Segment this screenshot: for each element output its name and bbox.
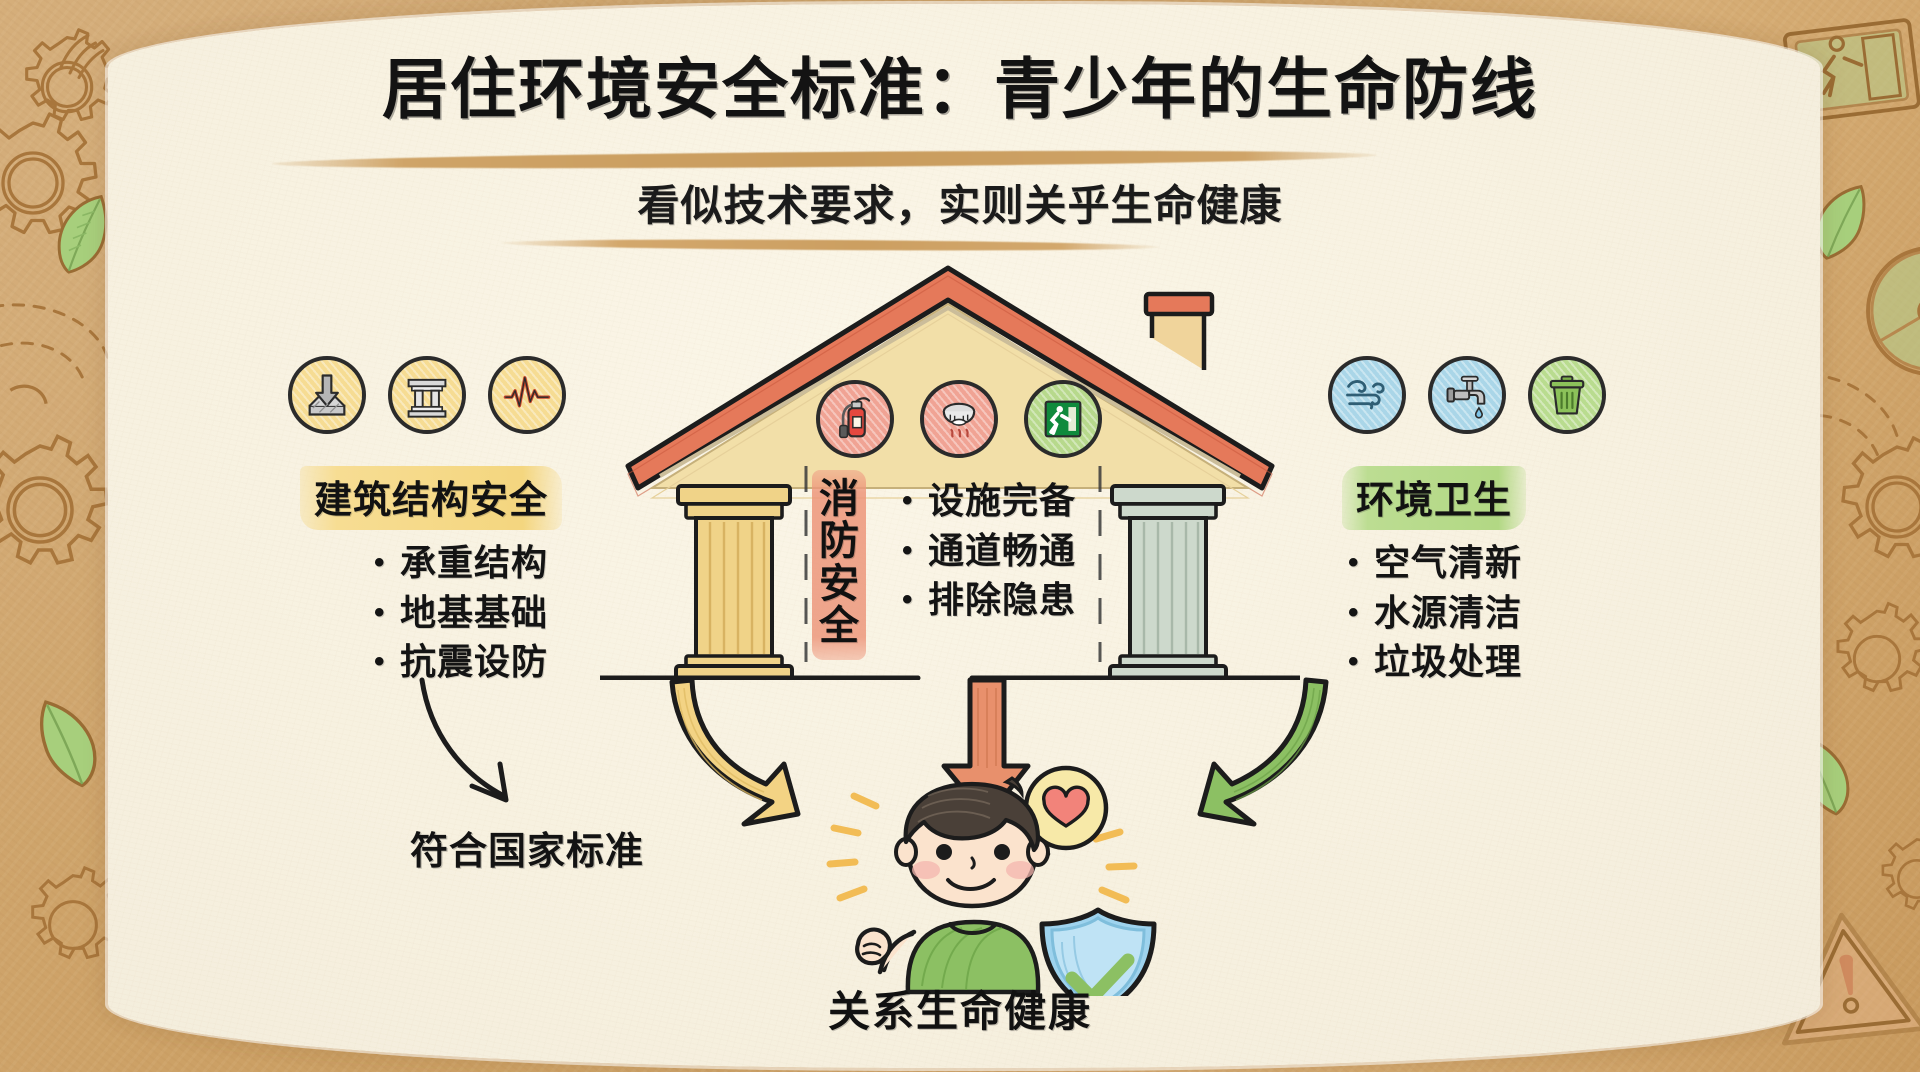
fire-heading-char-2: 防 [819,519,859,564]
list-item: 排除隐患 [906,575,1076,625]
fire-heading-char-1: 消 [819,477,859,521]
structure-icon-row [288,356,566,434]
fire-heading-char-3: 安 [819,561,859,606]
fire-icon-row [816,380,1102,458]
wind-air-icon [1328,356,1406,434]
trash-bin-icon [1528,356,1606,434]
spark-icon [826,792,1138,904]
list-item: 垃圾处理 [1352,637,1522,687]
list-item: 地基基础 [378,588,548,638]
emergency-exit-icon [1024,380,1102,458]
structure-bullets: 承重结构 地基基础 抗震设防 [378,538,548,687]
sanitation-bullets: 空气清新 水源清洁 垃圾处理 [1352,538,1522,687]
standards-label: 符合国家标准 [410,831,645,873]
smoke-detector-icon [920,380,998,458]
water-faucet-icon [1428,356,1506,434]
fire-extinguisher-icon [816,380,894,458]
structure-heading: 建筑结构安全 [300,466,563,530]
gear-icon [1836,601,1920,693]
gear-icon [1881,838,1920,911]
column-beam-icon [388,356,466,434]
gear-icon [0,434,110,566]
heart-icon [1042,785,1090,828]
fire-bullets: 设施完备 通道畅通 排除隐患 [906,476,1076,625]
structure-arrow [669,677,801,827]
list-item: 空气清新 [1352,538,1522,588]
fire-safety-heading: 消 防 安 全 [812,470,866,660]
page-subtitle: 看似技术要求，实则关乎生命健康 [637,182,1283,229]
teen-boy-character [826,765,1157,996]
load-bearing-icon [288,356,366,434]
list-item: 承重结构 [378,538,548,588]
list-item: 水源清洁 [1352,588,1522,638]
health-label: 关系生命健康 [827,988,1092,1035]
sanitation-heading: 环境卫生 [1342,466,1527,530]
list-item: 通道畅通 [906,526,1076,576]
gear-icon [1841,435,1920,559]
list-item: 抗震设防 [378,637,548,687]
seismic-wave-icon [488,356,566,434]
fire-heading-char-4: 全 [819,604,859,649]
list-item: 设施完备 [906,476,1076,526]
sanitation-icon-row [1328,356,1606,434]
sanitation-arrow [1197,677,1329,827]
shield-icon [1039,907,1157,996]
radiation-fan-icon [1866,246,1920,376]
page-title: 居住环境安全标准：青少年的生命防线 [382,52,1538,126]
leaf-icon [39,700,97,788]
standards-arrow [419,677,509,803]
